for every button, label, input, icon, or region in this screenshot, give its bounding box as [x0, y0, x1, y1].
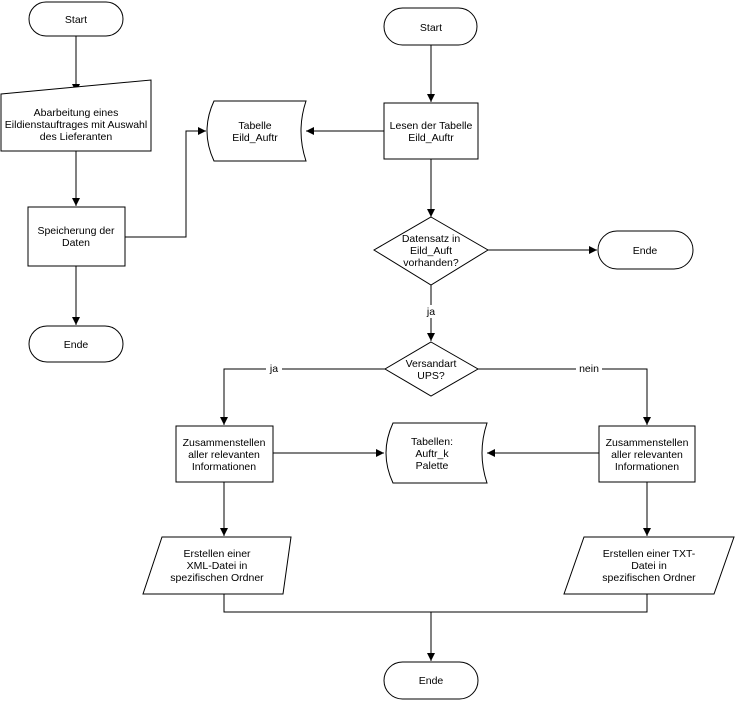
edge-save-to-table-eild: [125, 127, 206, 238]
edge-ups-no-to-assemble-right: [478, 368, 651, 425]
node-label-line: Tabellen:: [411, 436, 453, 448]
node-label-line: Informationen: [615, 461, 679, 473]
node-end-bottom-text: Ende: [419, 675, 444, 687]
node-label-line: Speicherung der: [37, 225, 115, 237]
node-end-mid-text: Ende: [633, 245, 658, 257]
node-label-line: XML-Datei in: [187, 560, 248, 572]
node-label-line: Start: [420, 22, 442, 34]
node-start-right-text: Start: [420, 22, 442, 34]
edges: [72, 36, 651, 661]
node-label-line: Zusammenstellen: [606, 437, 689, 449]
node-label-line: Zusammenstellen: [183, 437, 266, 449]
node-end-bottom: Ende: [383, 661, 479, 700]
node-label-line: Datei in: [631, 560, 667, 572]
node-label-line: Eildienstauftrages mit Auswahl: [5, 119, 147, 131]
node-label-line: Erstellen einer TXT-: [603, 548, 696, 560]
node-label-line: Eild_Auft: [410, 245, 452, 257]
node-label-line: vorhanden?: [403, 257, 459, 269]
node-label-line: spezifischen Ordner: [170, 572, 264, 584]
node-label-line: Tabelle: [238, 120, 271, 132]
node-end-left-text: Ende: [64, 339, 89, 351]
node-label-line: Erstellen einer: [183, 548, 251, 560]
edge-label-ups-no: nein: [579, 363, 599, 375]
node-start-left-text: Start: [65, 14, 87, 26]
edge-label-record-yes: ja: [426, 306, 435, 318]
node-label-line: Daten: [62, 237, 90, 249]
node-label-line: UPS?: [417, 370, 445, 382]
node-label-line: Versandart: [406, 358, 457, 370]
edge-outputs-merge: [223, 594, 648, 613]
node-label-line: Lesen der Tabelle: [390, 120, 473, 132]
node-label-line: aller relevanten: [188, 449, 260, 461]
node-label-line: Ende: [633, 245, 658, 257]
node-end-left: Ende: [28, 325, 124, 363]
node-label-line: Eild_Auftr: [232, 132, 278, 144]
node-label-line: des Lieferanten: [40, 131, 113, 143]
node-label-line: Datensatz in: [402, 233, 461, 245]
node-start-right: Start: [383, 7, 478, 46]
node-label-line: spezifischen Ordner: [602, 572, 696, 584]
node-end-mid: Ende: [597, 230, 694, 270]
node-label-line: Ende: [64, 339, 89, 351]
edge-label-ups-yes: ja: [269, 363, 278, 375]
node-label-line: Eild_Auftr: [408, 132, 454, 144]
node-label-line: Auftr_k: [415, 448, 449, 460]
node-label-line: Ende: [419, 675, 444, 687]
node-label-line: Abarbeitung eines: [34, 107, 119, 119]
node-label-line: Palette: [416, 460, 449, 472]
node-label-line: aller relevanten: [611, 449, 683, 461]
node-label-line: Start: [65, 14, 87, 26]
node-label-line: Informationen: [192, 461, 256, 473]
node-start-left: Start: [28, 1, 124, 37]
edge-labels: ja ja nein: [266, 305, 602, 375]
edge-ups-yes-to-assemble-left: [220, 368, 385, 425]
